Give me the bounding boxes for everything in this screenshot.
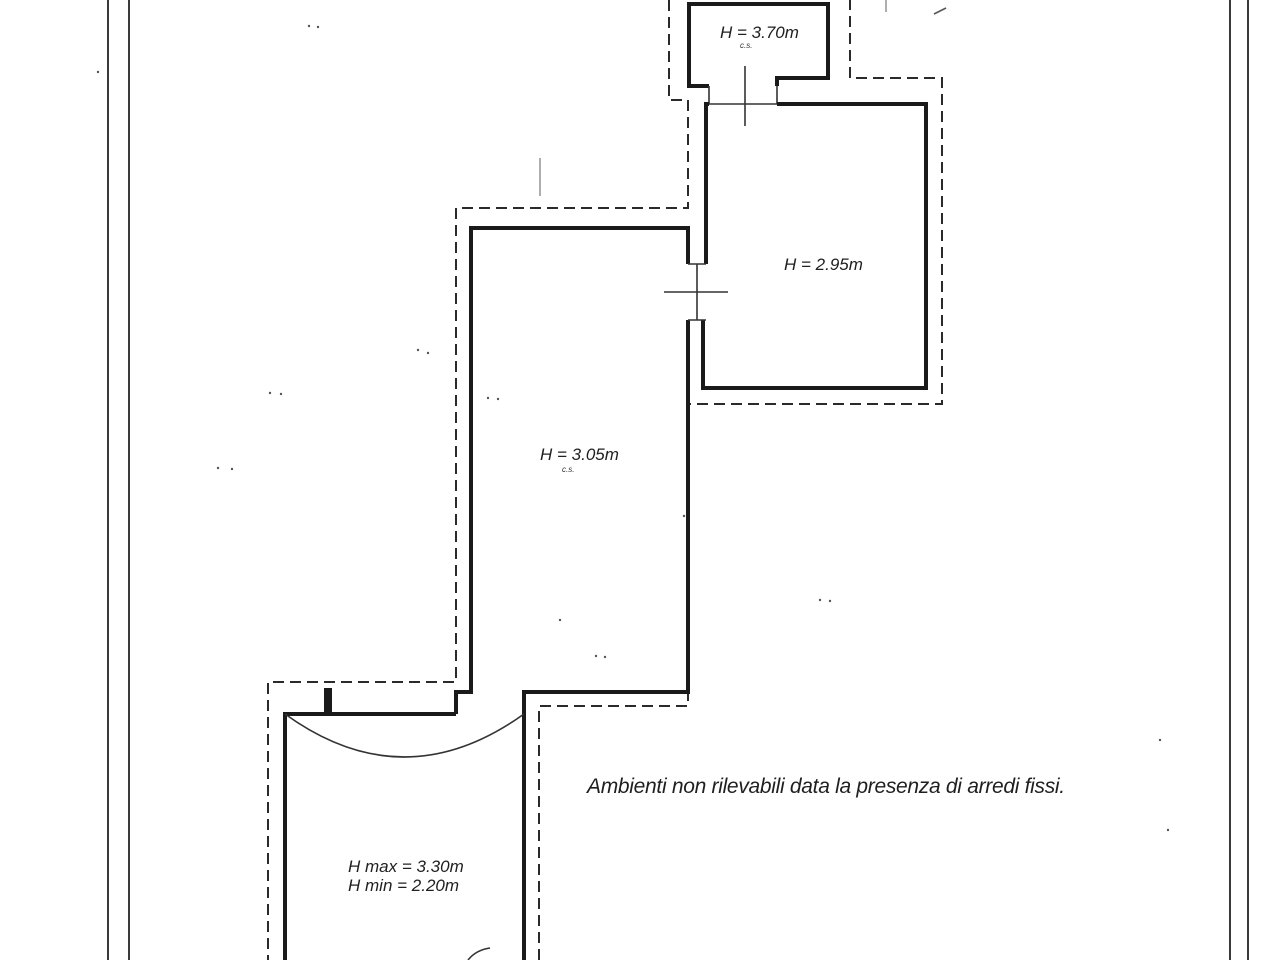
room-right-height-label: H = 2.95m [784, 255, 863, 274]
room-center-sub-label: c.s. [562, 465, 574, 474]
room-bottom-height-min-label: H min = 2.20m [348, 876, 459, 895]
room-bottom: H max = 3.30m H min = 2.20m [283, 688, 526, 960]
room-top: H = 3.70m c.s. [687, 2, 830, 126]
room-top-height-label: H = 3.70m [720, 23, 799, 42]
door-swing-arc [284, 713, 525, 758]
room-bottom-height-max-label: H max = 3.30m [348, 857, 464, 876]
unit-outline [267, 0, 943, 960]
sheet-frame [107, 0, 1249, 960]
scan-specks [96, 0, 1170, 832]
plan-note: Ambienti non rilevabili data la presenza… [585, 775, 1065, 798]
room-top-sub-label: c.s. [740, 41, 752, 50]
room-right: H = 2.95m [664, 102, 928, 390]
room-center: H = 3.05m c.s. [454, 226, 706, 714]
room-center-height-label: H = 3.05m [540, 445, 619, 464]
